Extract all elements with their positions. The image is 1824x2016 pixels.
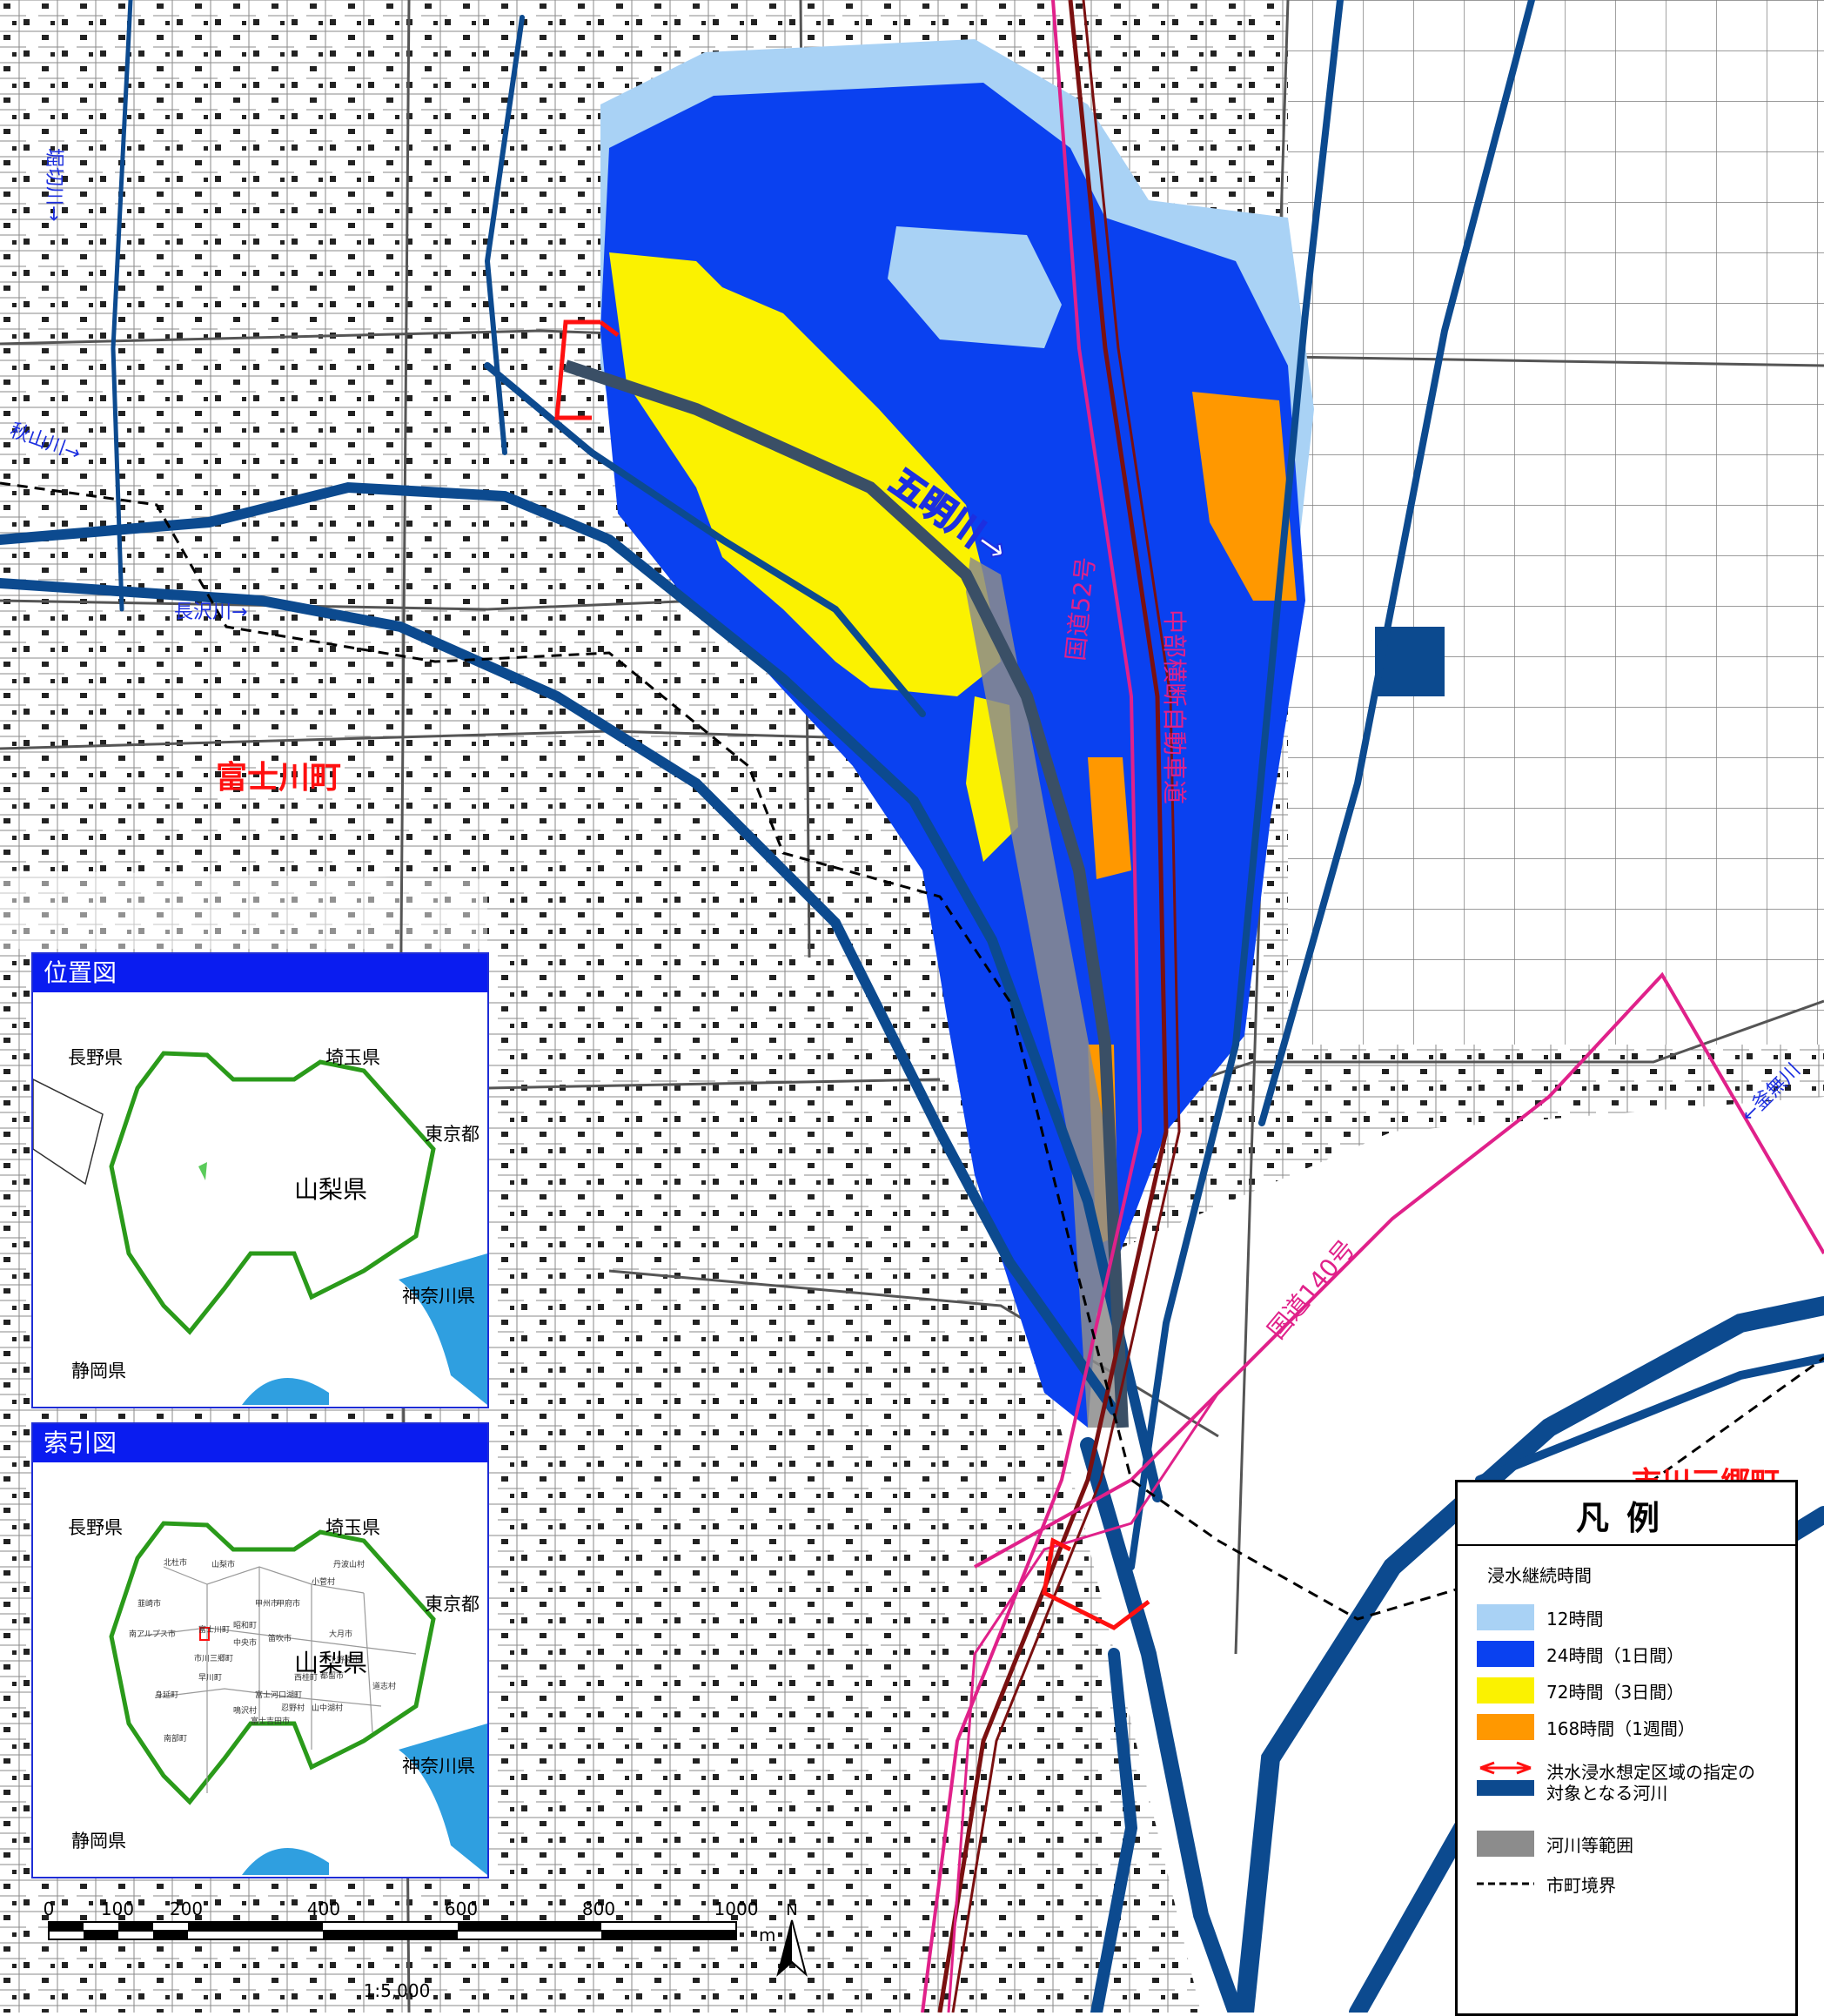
city-label: 早川町 — [198, 1673, 222, 1683]
legend-target-river-line2: 対象となる河川 — [1546, 1783, 1668, 1804]
east-field-grid — [1288, 0, 1824, 1045]
legend-item-24h: 24時間（1日間） — [1477, 1641, 1684, 1667]
index-pref-center-label: 山梨県 — [294, 1649, 367, 1677]
city-label: 笛吹市 — [268, 1633, 292, 1643]
city-label: 身延町 — [155, 1690, 178, 1700]
city-label: 北杜市 — [164, 1557, 187, 1568]
city-label: 甲州市 — [255, 1598, 278, 1609]
legend-item-boundary: 市町境界 — [1477, 1871, 1616, 1897]
flood-168h-east — [1192, 392, 1297, 601]
city-label: 富士川町 — [198, 1624, 230, 1635]
scale-bar: 0 100 200 400 600 800 1000 m 1:5,000 N — [44, 1898, 808, 2001]
city-label: 山中湖村 — [312, 1703, 343, 1713]
target-area-marker — [198, 1162, 207, 1180]
city-label: 中央市 — [233, 1637, 257, 1648]
label-fujikawa: 富士川町 — [216, 759, 341, 796]
city-label: 南部町 — [164, 1733, 187, 1744]
index-map-title: 索引図 — [33, 1424, 487, 1462]
flood-12h-inner — [888, 226, 1062, 348]
scale-tick-label: 200 — [170, 1898, 203, 1919]
city-label: 大月市 — [329, 1629, 352, 1639]
boundary-line-icon — [1477, 1882, 1534, 1885]
location-map-title: 位置図 — [33, 954, 487, 992]
city-label: 富士吉田市 — [251, 1716, 290, 1726]
city-label: 甲府市 — [277, 1598, 300, 1609]
legend-item-168h: 168時間（1週間） — [1477, 1714, 1695, 1740]
index-neighbor-saitama: 埼玉県 — [325, 1517, 380, 1538]
city-label: 都留市 — [320, 1670, 344, 1681]
location-map-panel: 位置図 長野県 埼玉県 東京都 神奈川県 静岡県 山梨県 — [31, 952, 489, 1408]
city-label: 忍野村 — [281, 1703, 305, 1713]
city-label: 南アルプス市 — [129, 1629, 176, 1639]
city-label: 小菅村 — [312, 1576, 335, 1587]
label-expressway: 中部横断自動車道 — [1160, 609, 1189, 804]
river-area-gray — [966, 557, 1123, 1428]
label-nagasawa-river: 長沢川→ — [174, 601, 247, 623]
target-river-arrows — [554, 319, 1150, 1630]
swatch-12h — [1477, 1604, 1534, 1630]
city-label: 昭和町 — [233, 1621, 257, 1630]
swatch-168h — [1477, 1714, 1534, 1740]
scale-tick-label: 1000 — [714, 1898, 759, 1919]
north-label: N — [786, 1901, 797, 1919]
legend-target-river-line1: 洪水浸水想定区域の指定の — [1546, 1762, 1755, 1783]
city-label: 丹波山村 — [333, 1559, 365, 1569]
scale-tick-label: 800 — [582, 1898, 615, 1919]
neighbor-saitama: 埼玉県 — [325, 1047, 380, 1068]
gomyo-river-line — [563, 360, 1129, 1428]
city-label: 市川三郷町 — [194, 1653, 233, 1663]
flood-72h-west — [609, 252, 1001, 696]
city-label: 鳴沢村 — [233, 1705, 257, 1716]
major-roads — [921, 0, 1824, 2013]
scale-tick-label: 0 — [44, 1898, 55, 1919]
city-label: 西桂町 — [294, 1672, 318, 1683]
sea-south — [242, 1377, 329, 1405]
scale-ratio: 1:5,000 — [364, 1980, 431, 2001]
city-label: 上野原市 — [329, 1655, 360, 1665]
swatch-24h — [1477, 1641, 1534, 1667]
legend-item-12h: 12時間 — [1477, 1604, 1603, 1630]
swatch-72h — [1477, 1677, 1534, 1704]
scale-tick-label: 400 — [307, 1898, 340, 1919]
label-horikiri-river: 堀切川→ — [43, 148, 64, 221]
city-label: 道志村 — [372, 1681, 396, 1691]
legend: 凡例 浸水継続時間 12時間 24時間（1日間） 72時間（3日間） 168時間… — [1455, 1480, 1798, 2016]
neighbor-tokyo: 東京都 — [425, 1124, 479, 1145]
scale-ticks: 0 100 200 400 600 800 1000 — [44, 1898, 759, 1919]
index-neighbor-shizuoka: 静岡県 — [71, 1831, 126, 1851]
location-map: 長野県 埼玉県 東京都 神奈川県 静岡県 山梨県 — [32, 1047, 487, 1405]
sea-east — [399, 1253, 487, 1405]
neighbor-nagano: 長野県 — [68, 1047, 123, 1068]
scale-unit: m — [759, 1925, 775, 1945]
city-label: 韮崎市 — [137, 1598, 161, 1609]
city-label: 山梨市 — [211, 1559, 235, 1569]
municipality-borders — [137, 1566, 417, 1793]
index-prefecture-outline — [109, 1521, 436, 1805]
prefecture-outline — [109, 1051, 436, 1335]
index-map-panel: 索引図 北杜市韮崎市南アルプス市 富士川町市川三郷町早川町身延町南部町 山梨市甲州市… — [31, 1422, 489, 1878]
legend-title: 凡例 — [1575, 1499, 1677, 1537]
legend-item-river-area: 河川等範囲 — [1477, 1831, 1633, 1857]
index-neighbor-kanagawa: 神奈川県 — [402, 1756, 475, 1777]
neighbor-kanagawa: 神奈川県 — [402, 1286, 475, 1307]
legend-subtitle: 浸水継続時間 — [1487, 1565, 1592, 1586]
swatch-river-area — [1477, 1831, 1534, 1857]
index-neighbor-nagano: 長野県 — [68, 1517, 123, 1538]
index-target-box — [199, 1627, 210, 1641]
index-neighbor-tokyo: 東京都 — [425, 1594, 479, 1615]
city-label: 富士河口湖町 — [255, 1690, 302, 1700]
scale-tick-label: 100 — [101, 1898, 134, 1919]
neighbor-shizuoka: 静岡県 — [71, 1361, 126, 1381]
target-river-symbol-icon — [1477, 1761, 1534, 1796]
legend-item-target-river: 洪水浸水想定区域の指定の 対象となる河川 — [1477, 1759, 1755, 1806]
legend-item-72h: 72時間（3日間） — [1477, 1677, 1684, 1704]
pref-center-label: 山梨県 — [294, 1175, 367, 1204]
city-boundary — [0, 481, 1824, 1621]
scale-tick-label: 600 — [445, 1898, 478, 1919]
